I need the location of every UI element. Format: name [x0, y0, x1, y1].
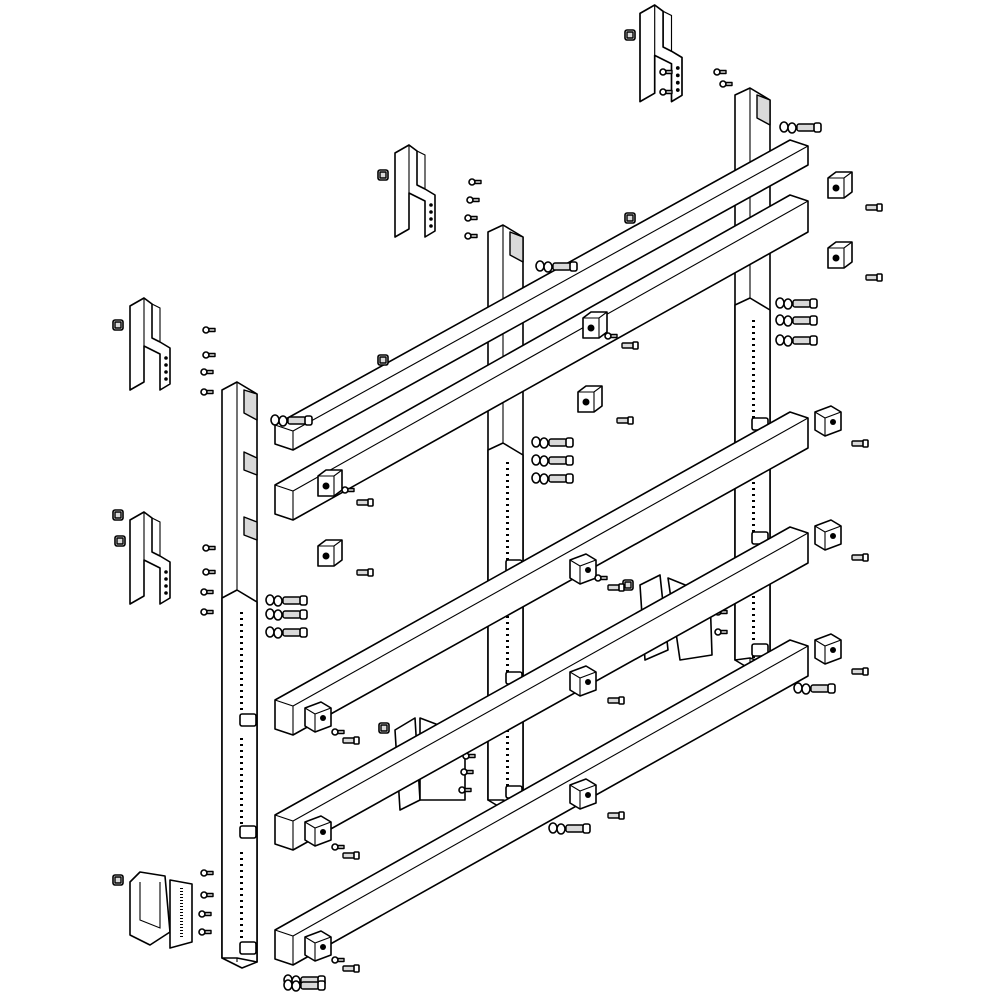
- bracket-upper-middle: [377, 144, 482, 240]
- bracket-left-top: [112, 297, 216, 396]
- busbar-lower-3: [274, 639, 809, 966]
- busbar-upper-1: [274, 139, 809, 451]
- bracket-left-middle: [112, 509, 216, 616]
- busbar-upper-2: [274, 194, 809, 521]
- bracket-left-bottom: [112, 869, 214, 949]
- busbar-lower-2: [274, 526, 809, 851]
- busbar-lower-1: [274, 411, 809, 736]
- bracket-top-right: [624, 4, 733, 103]
- vertical-rail-left: [221, 381, 258, 969]
